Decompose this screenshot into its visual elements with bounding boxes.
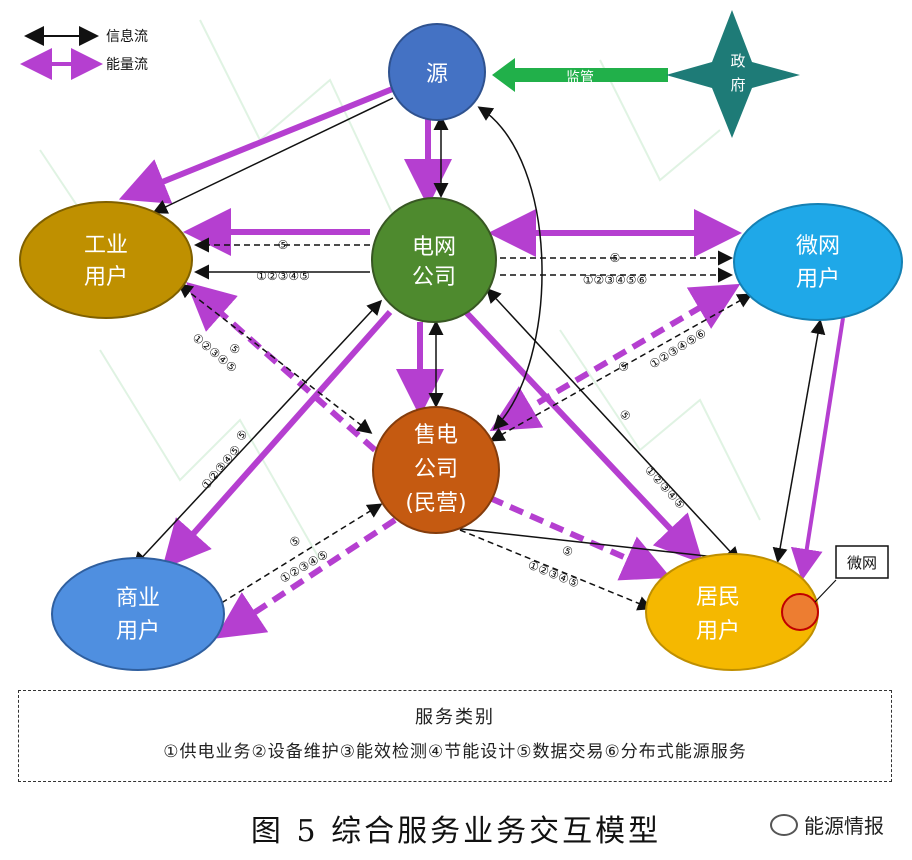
resident-node: 居民 用户 — [645, 553, 819, 671]
legend: 信息流 能量流 — [20, 26, 148, 80]
retail-company-node: 售电 公司 (民营) — [372, 406, 500, 534]
commercial-node: 商业 用户 — [51, 557, 225, 671]
microgrid-label-2: 用户 — [796, 267, 840, 292]
watermark-text: 能源情报 — [804, 814, 884, 838]
government-label-2: 府 — [730, 76, 745, 94]
industrial-label-2: 用户 — [84, 265, 128, 290]
figure-caption: 图 5 综合服务业务交互模型 — [250, 814, 662, 849]
wechat-icon — [770, 813, 798, 836]
label-grid-micro-info: ①②③④⑤⑥ — [583, 273, 648, 287]
label-grid-commercial-a: ⑤ — [233, 427, 251, 444]
resident-microgrid-marker — [781, 593, 819, 631]
source-node: 源 — [388, 23, 486, 121]
supervision-label: 监管 — [566, 70, 594, 86]
dashed-info-edges — [177, 237, 753, 612]
dinfo-retail-commercial — [207, 503, 383, 612]
info-grid-commercial — [132, 299, 383, 568]
resident-label-2: 用户 — [696, 619, 740, 644]
grid-company-node: 电网 公司 — [371, 197, 497, 323]
supervision-arrow: 监管 — [492, 58, 668, 92]
energy-microgrid-resident — [790, 317, 845, 581]
microgrid-callout: 微网 — [814, 545, 889, 603]
retail-label-1: 售电 — [414, 423, 458, 448]
government-node: 政 府 — [666, 10, 800, 138]
label-grid-resident-a: ⑤ — [616, 407, 634, 424]
services-title: 服务类别 — [415, 707, 495, 728]
grid-label-2: 公司 — [412, 265, 456, 290]
services-box: 服务类别 ①供电业务②设备维护③能效检测④节能设计⑤数据交易⑥分布式能源服务 — [18, 690, 892, 782]
label-grid-industrial-energy: ⑤ — [278, 238, 289, 252]
label-retail-micro-a: ⑤ — [616, 358, 633, 376]
label-retail-commercial-a: ⑤ — [287, 533, 303, 551]
microgrid-user-node: 微网 用户 — [733, 203, 903, 321]
interaction-diagram: 信息流 能量流 — [19, 10, 903, 671]
label-grid-industrial-info: ①②③④⑤ — [256, 269, 310, 283]
commercial-label-1: 商业 — [116, 586, 160, 611]
watermark: 能源情报 — [770, 810, 884, 839]
resident-label-1: 居民 — [696, 585, 740, 610]
commercial-label-2: 用户 — [116, 619, 160, 644]
source-label: 源 — [426, 62, 448, 87]
retail-label-3: (民营) — [405, 491, 466, 516]
microgrid-label-1: 微网 — [796, 234, 840, 259]
industrial-label-1: 工业 — [84, 233, 128, 258]
legend-info-flow: 信息流 — [106, 28, 148, 45]
dinfo-retail-industrial — [177, 283, 373, 434]
label-grid-micro-energy: ⑤ — [610, 251, 621, 265]
label-retail-resident-b: ①②③④⑤ — [526, 558, 581, 591]
label-retail-commercial-b: ①②③④⑤ — [277, 547, 331, 586]
microgrid-callout-label: 微网 — [847, 554, 877, 572]
retail-label-2: 公司 — [414, 457, 458, 482]
label-retail-resident-a: ⑤ — [560, 543, 575, 560]
services-list: ①供电业务②设备维护③能效检测④节能设计⑤数据交易⑥分布式能源服务 — [163, 742, 747, 762]
dinfo-retail-resident — [459, 529, 653, 611]
industrial-node: 工业 用户 — [19, 201, 193, 319]
info-microgrid-resident — [772, 319, 826, 563]
energy-source-industrial — [118, 85, 397, 204]
info-source-industrial — [152, 97, 394, 214]
legend-energy-flow: 能量流 — [106, 57, 148, 73]
government-label-1: 政 — [730, 52, 745, 70]
energy-retail-commercial — [214, 517, 397, 639]
grid-label-1: 电网 — [412, 235, 456, 260]
